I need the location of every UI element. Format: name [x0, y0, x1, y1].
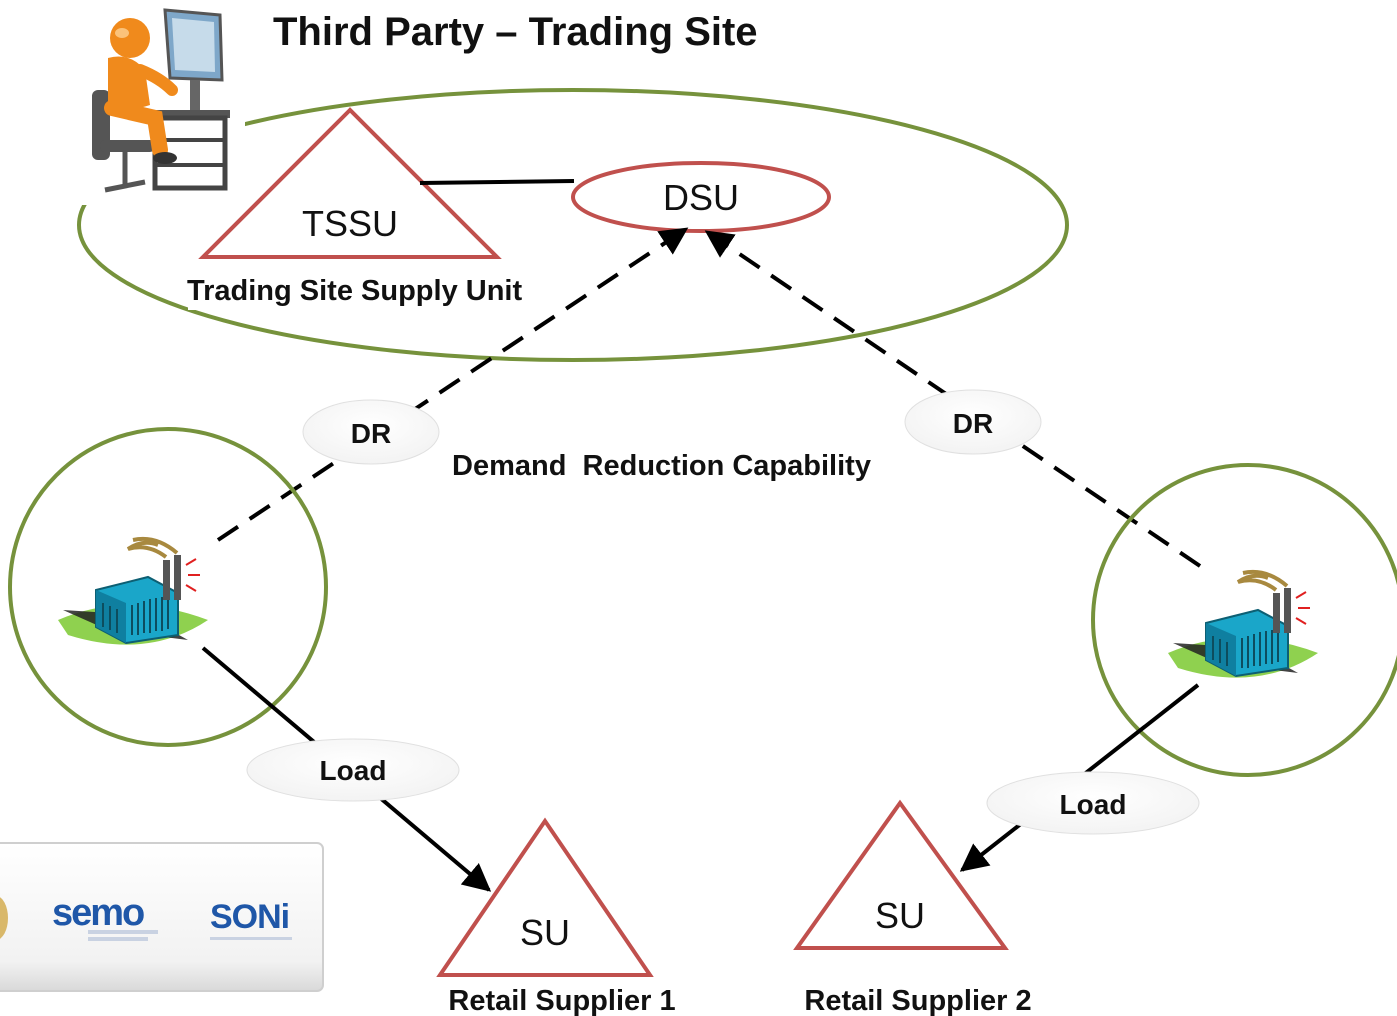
factory-icon	[1168, 569, 1318, 678]
dr-bubble-left: DR	[302, 399, 440, 465]
tssu-caption-bg	[188, 268, 560, 310]
load-left-label: Load	[320, 755, 387, 786]
dr-arrow-left	[216, 227, 689, 542]
dsu-label: DSU	[663, 177, 739, 218]
left-site-circle	[8, 427, 328, 747]
tssu-dsu-link	[419, 179, 575, 185]
soni-logo: SONi	[210, 898, 289, 936]
retail-supplier-1-caption: Retail Supplier 1	[448, 985, 675, 1016]
tssu-label: TSSU	[302, 203, 398, 244]
dsu-ellipse	[571, 161, 831, 233]
semo-logo: semo	[52, 892, 144, 934]
load-right-label: Load	[1060, 789, 1127, 820]
dr-bubble-right: DR	[904, 389, 1042, 455]
load-bubble-left: Load	[246, 738, 460, 802]
diagram-title: Third Party – Trading Site	[273, 10, 758, 54]
factory-icon	[58, 536, 208, 645]
load-bubble-right: Load	[986, 771, 1200, 835]
dr-right-label: DR	[953, 408, 993, 439]
right-site-circle	[1091, 463, 1397, 777]
dr-arrow-right	[704, 230, 1202, 568]
logo-panel: semo SONi	[0, 842, 324, 992]
su-left-label: SU	[520, 912, 570, 953]
su-triangle-left	[436, 817, 654, 977]
trading-site-ellipse	[77, 88, 1069, 362]
tssu-caption: Trading Site Supply Unit	[187, 275, 522, 307]
su-triangle-right	[793, 799, 1009, 950]
su-right-label: SU	[875, 895, 925, 936]
demand-reduction-caption: Demand Reduction Capability	[452, 450, 871, 482]
retail-supplier-2-caption: Retail Supplier 2	[804, 985, 1031, 1016]
person-at-computer-icon	[70, 0, 245, 205]
dr-left-label: DR	[351, 418, 391, 449]
